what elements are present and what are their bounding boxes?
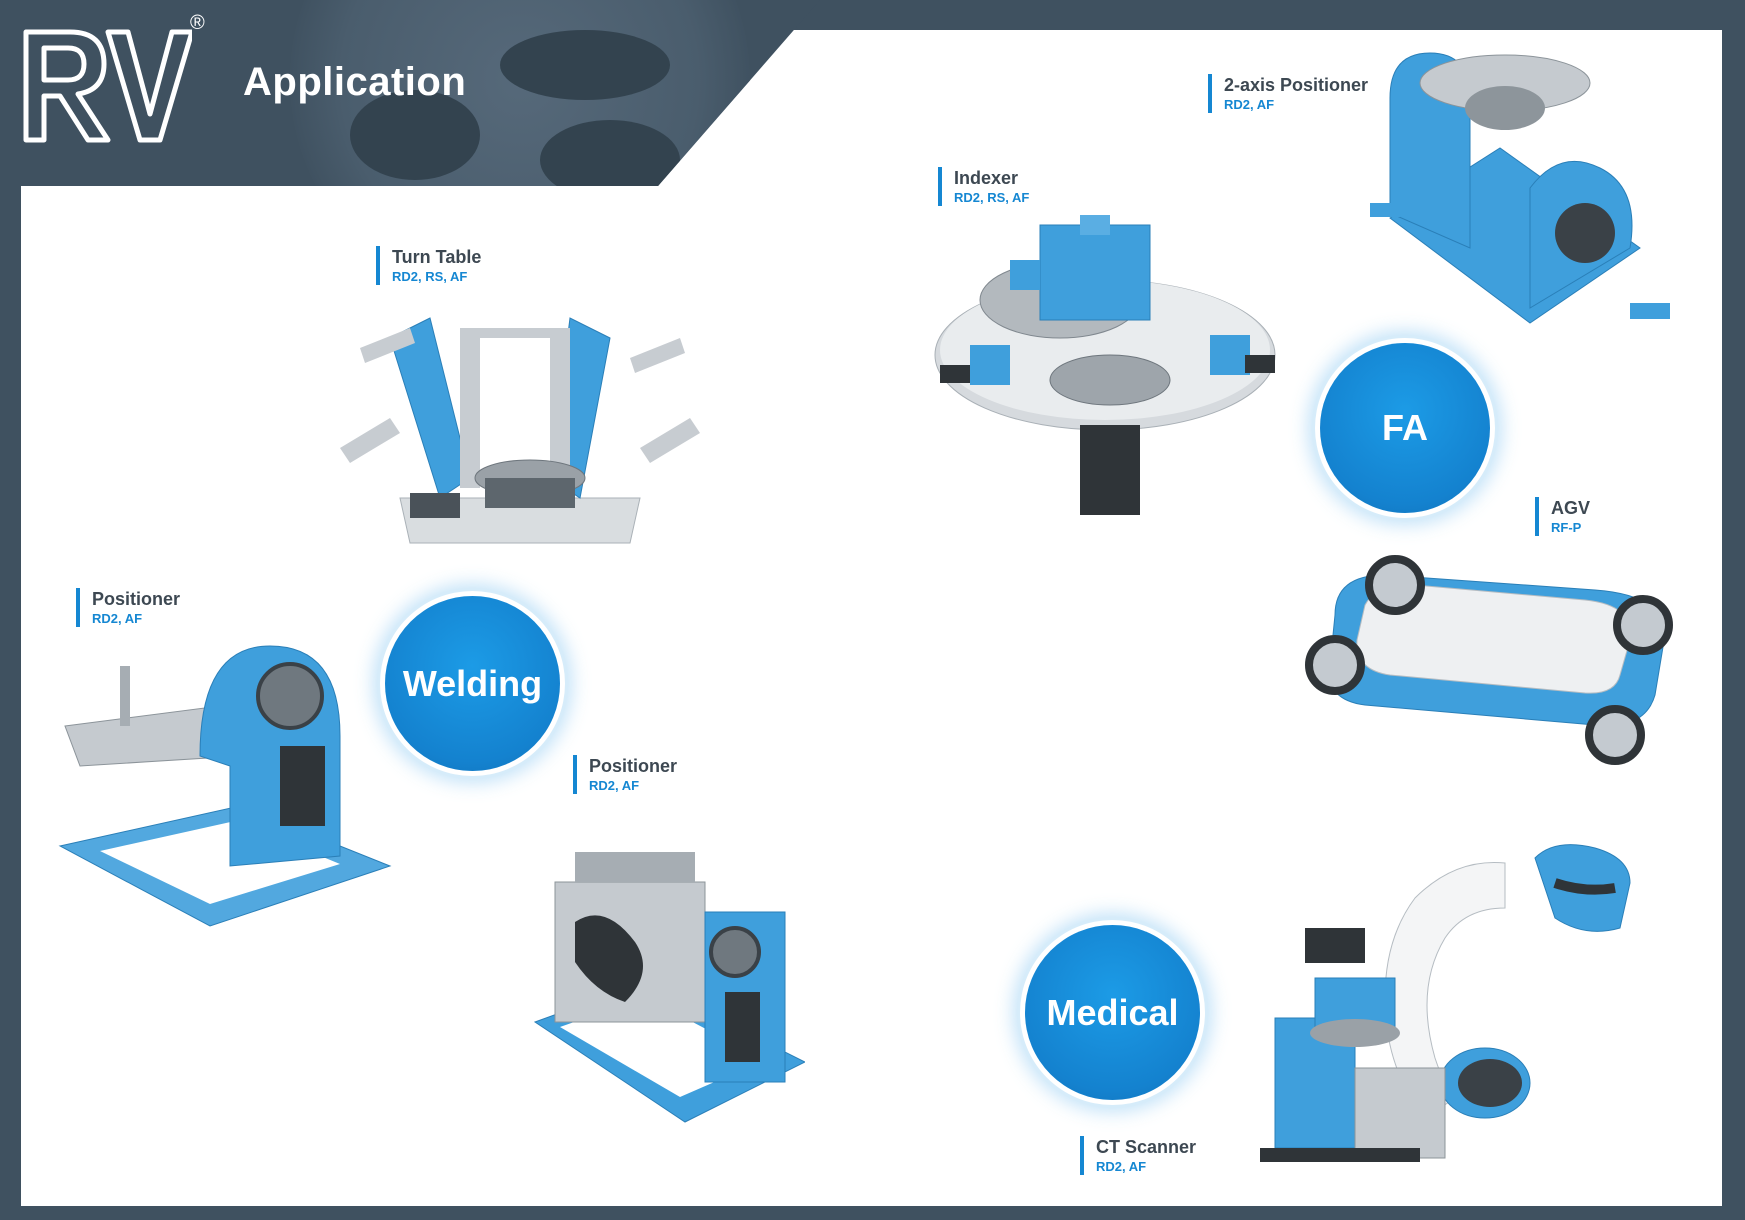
product-name: CT Scanner (1096, 1137, 1197, 1157)
product-codes: RD2, RS, AF (392, 268, 468, 284)
product-name: Turn Table (392, 247, 482, 267)
product-codes: RD2, AF (589, 777, 640, 793)
ct-scanner-illustration (1260, 844, 1631, 1162)
product-name: Indexer (954, 168, 1019, 188)
label-positioner-left: Positioner RD2, AF (76, 588, 180, 627)
positioner-left-illustration (58, 645, 392, 927)
product-name: AGV (1551, 498, 1591, 518)
gear-hole-icon (350, 90, 480, 180)
agv-illustration (1305, 555, 1673, 765)
rv-logo (22, 26, 195, 149)
category-label: Medical (1046, 991, 1179, 1033)
product-codes: RD2, AF (1096, 1158, 1147, 1174)
label-ct-scanner: CT Scanner RD2, AF (1080, 1136, 1196, 1175)
label-positioner-center: Positioner RD2, AF (573, 755, 677, 794)
label-turn-table: Turn Table RD2, RS, AF (376, 246, 481, 285)
label-2-axis-positioner: 2-axis Positioner RD2, AF (1208, 74, 1368, 113)
product-codes: RF-P (1551, 519, 1582, 535)
registered-mark: ® (190, 12, 205, 34)
category-label: FA (1381, 407, 1428, 448)
product-codes: RD2, AF (1224, 96, 1275, 112)
rv-logo-icon (23, 29, 195, 143)
label-indexer: Indexer RD2, RS, AF (938, 167, 1029, 206)
product-name: 2-axis Positioner (1224, 75, 1369, 95)
category-label: Welding (402, 662, 543, 704)
turn-table-illustration (340, 317, 700, 544)
product-codes: RD2, RS, AF (954, 189, 1030, 205)
category-welding: Welding (385, 596, 560, 771)
category-fa: FA (1320, 343, 1490, 513)
product-name: Positioner (589, 756, 678, 776)
label-agv: AGV RF-P (1535, 497, 1590, 536)
gear-hole-icon (540, 120, 680, 186)
positioner-center-illustration (533, 852, 805, 1123)
page-title: Application (243, 60, 467, 104)
product-codes: RD2, AF (92, 610, 143, 626)
product-name: Positioner (92, 589, 181, 609)
category-medical: Medical (1025, 925, 1200, 1100)
header-banner (0, 0, 820, 186)
gear-hole-icon (500, 30, 670, 100)
2-axis-positioner-illustration (1370, 52, 1670, 324)
indexer-illustration (934, 215, 1276, 515)
